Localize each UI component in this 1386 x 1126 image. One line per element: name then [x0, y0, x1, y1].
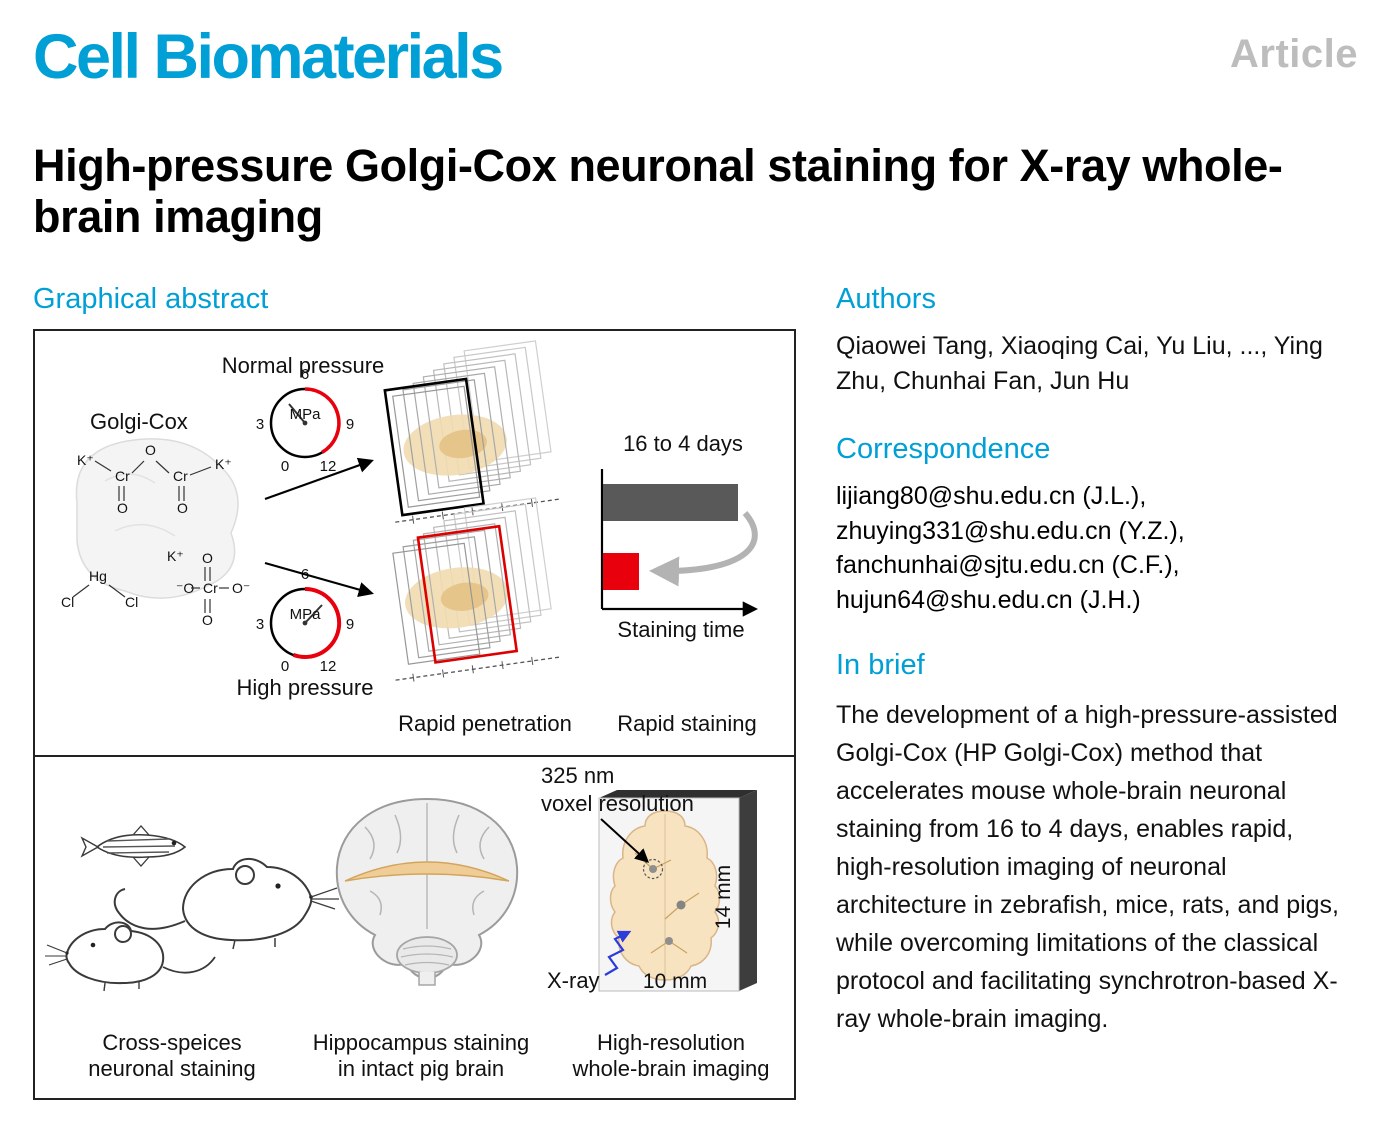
width-dimension-label: 10 mm [643, 970, 707, 993]
chem-atom-label: O [117, 500, 128, 516]
flow-arrow [264, 562, 374, 598]
chem-atom-label: O [177, 500, 188, 516]
hippocampus-highlight [344, 861, 510, 882]
graphical-abstract-figure: Normal pressure High pressure Golgi-Cox … [33, 329, 796, 1101]
journal-logo: Cell Biomaterials [33, 22, 504, 92]
authors-heading: Authors [836, 282, 936, 315]
chem-atom-label: Cl [125, 594, 138, 610]
caption-hippocampus-line1: Hippocampus staining [313, 1030, 529, 1055]
page-header: Cell Biomaterials Article [33, 24, 1358, 90]
voxel-pointer-arrow [600, 818, 650, 863]
rapid-staining-label: Rapid staining [617, 711, 756, 736]
gauge-unit-label: MPa [290, 606, 322, 623]
golgi-cox-label: Golgi-Cox [90, 409, 188, 434]
correspondence-email[interactable]: hujun64@shu.edu.cn (J.H.) [836, 585, 1141, 614]
voxel-marker [642, 858, 664, 880]
chem-atom-label: Cl [61, 594, 74, 610]
gauge-tick-label: 6 [301, 366, 309, 383]
height-dimension-label: 14 mm [712, 865, 735, 929]
voxel-resolution-label-line1: 325 nm [541, 763, 614, 788]
caption-hippocampus-line2: in intact pig brain [338, 1056, 504, 1081]
chem-atom-label: K⁺ [215, 456, 232, 472]
days-range-label: 16 to 4 days [623, 431, 743, 456]
in-brief-text: The development of a high-pressure-assis… [836, 700, 1340, 1033]
chemical-structure-diagram: K⁺ O Cr O Cr K⁺ O K⁺ [61, 438, 250, 628]
gauge-unit-label: MPa [290, 406, 322, 423]
highlighted-slice-frame-red [416, 524, 519, 664]
rapid-penetration-label: Rapid penetration [398, 711, 572, 736]
chem-atom-label: Cr [115, 468, 130, 484]
highlighted-slice-frame-black [383, 377, 486, 517]
correspondence-list: lijiang80@shu.edu.cn (J.L.), zhuying331@… [836, 479, 1354, 617]
abstract-bottom-panel: 325 nm voxel resolution X-ray 10 mm 14 m… [35, 755, 794, 1098]
gauge-tick-label: 9 [346, 616, 354, 633]
caption-cross-species-line2: neuronal staining [88, 1056, 256, 1081]
normal-pressure-label: Normal pressure [222, 353, 385, 378]
graphical-abstract-column: Graphical abstract Normal pressure High … [33, 282, 796, 1101]
content-columns: Graphical abstract Normal pressure High … [33, 282, 1358, 1101]
imaging-slab-drawing [598, 790, 757, 992]
caption-cross-species-line1: Cross-speices [102, 1030, 241, 1055]
correspondence-email[interactable]: zhuying331@shu.edu.cn (Y.Z.), [836, 516, 1185, 545]
chem-atom-label: K⁺ [77, 452, 94, 468]
article-type-label: Article [1230, 32, 1358, 76]
bar-4-days [603, 553, 639, 591]
gauge-tick-label: 9 [346, 416, 354, 433]
slice-stack-high [392, 497, 561, 682]
gauge-tick-label: 0 [281, 658, 289, 675]
article-first-page: Cell Biomaterials Article High-pressure … [33, 24, 1358, 1101]
flow-arrow [264, 457, 374, 501]
slice-stack-normal [383, 340, 560, 524]
chem-atom-label: ⁻O [176, 580, 194, 596]
zebrafish-drawing [80, 825, 187, 868]
graphical-abstract-heading: Graphical abstract [33, 282, 269, 315]
caption-whole-brain-line1: High-resolution [597, 1030, 745, 1055]
chem-atom-label: Cr [203, 580, 218, 596]
gauge-tick-label: 0 [281, 458, 289, 475]
chem-atom-label: O [202, 550, 213, 566]
pig-brain-drawing [335, 798, 519, 986]
voxel-resolution-label-line2: voxel resolution [541, 791, 694, 816]
reduction-arrow [649, 511, 758, 587]
gauge-tick-label: 3 [256, 416, 264, 433]
staining-time-chart: 16 to 4 days Staining time [600, 431, 759, 642]
info-column: Authors Qiaowei Tang, Xiaoqing Cai, Yu L… [836, 283, 1358, 1100]
correspondence-email[interactable]: fanchunhai@sjtu.edu.cn (C.F.), [836, 551, 1180, 580]
chem-atom-label: K⁺ [167, 548, 184, 564]
abstract-top-panel-svg: Normal pressure High pressure Golgi-Cox … [61, 340, 759, 736]
bar-16-days [603, 484, 738, 522]
gauge-tick-label: 12 [320, 458, 337, 475]
caption-whole-brain-line2: whole-brain imaging [572, 1056, 770, 1081]
mouse-drawing [45, 921, 216, 992]
pressure-gauge-normal: MPa 6 3 9 0 12 [256, 366, 354, 475]
high-pressure-label: High pressure [237, 675, 374, 700]
abstract-bottom-panel-svg: 325 nm voxel resolution X-ray 10 mm 14 m… [45, 763, 770, 1081]
correspondence-email[interactable]: lijiang80@shu.edu.cn (J.L.), [836, 482, 1147, 511]
staining-time-axis-label: Staining time [617, 617, 744, 642]
chem-atom-label: O [202, 612, 213, 628]
pressure-gauge-high: MPa 6 3 9 0 12 [256, 566, 354, 675]
rat-drawing [113, 858, 339, 950]
chem-atom-label: Cr [173, 468, 188, 484]
gauge-tick-label: 3 [256, 616, 264, 633]
chem-atom-label: Hg [89, 568, 107, 584]
paper-title: High-pressure Golgi-Cox neuronal stainin… [33, 140, 1283, 243]
chem-atom-label: O [145, 442, 156, 458]
xray-beam-zigzag [604, 930, 632, 977]
chem-atom-label: O⁻ [232, 580, 250, 596]
in-brief-heading: In brief [836, 649, 925, 682]
brain-outline-sketch [75, 438, 239, 599]
correspondence-heading: Correspondence [836, 433, 1051, 466]
authors-names: Qiaowei Tang, Xiaoqing Cai, Yu Liu, ...,… [836, 332, 1323, 396]
xray-label: X-ray [547, 968, 600, 993]
gauge-tick-label: 12 [320, 658, 337, 675]
abstract-top-panel: Normal pressure High pressure Golgi-Cox … [35, 331, 794, 755]
